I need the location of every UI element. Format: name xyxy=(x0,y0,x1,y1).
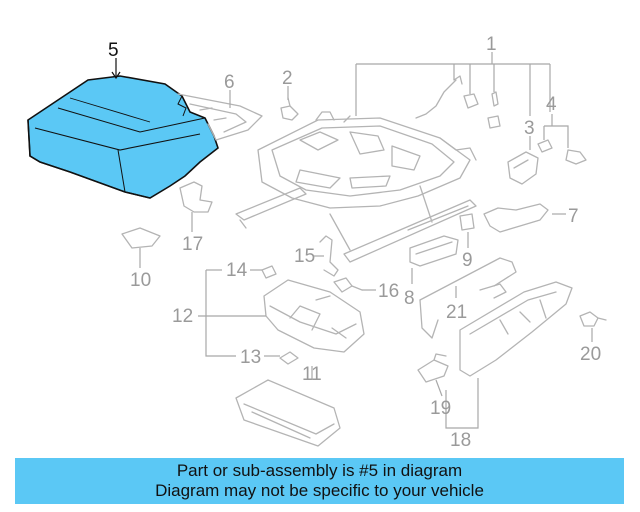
callout-6[interactable]: 6 xyxy=(224,72,235,93)
part-19-clip[interactable] xyxy=(417,353,449,383)
part-8-lever[interactable] xyxy=(409,235,459,267)
callout-5[interactable]: 5 xyxy=(108,40,119,61)
callout-15[interactable]: 15 xyxy=(294,246,315,267)
info-banner: Part or sub-assembly is #5 in diagram Di… xyxy=(15,458,624,504)
part-2-clip[interactable] xyxy=(280,97,299,121)
seat-frame-assembly[interactable] xyxy=(235,111,477,263)
leader-lines xyxy=(111,52,593,429)
part-20-fastener[interactable] xyxy=(579,311,607,327)
part-21-wire-frame[interactable] xyxy=(419,257,517,339)
callout-17[interactable]: 17 xyxy=(182,234,203,255)
callout-21[interactable]: 21 xyxy=(446,302,467,323)
callout-4[interactable]: 4 xyxy=(546,94,557,115)
banner-line-2: Diagram may not be specific to your vehi… xyxy=(155,481,484,500)
callout-10[interactable]: 10 xyxy=(130,270,151,291)
part-9-switch[interactable] xyxy=(459,213,475,231)
part-11-tray[interactable] xyxy=(235,379,341,447)
callout-12[interactable]: 12 xyxy=(172,306,193,327)
part-4-bolts[interactable] xyxy=(537,139,587,165)
callout-19[interactable]: 19 xyxy=(430,398,451,419)
part-12-switch-housing[interactable] xyxy=(263,279,365,353)
part-7-bracket[interactable] xyxy=(483,203,549,233)
part-14-screw[interactable] xyxy=(261,265,277,279)
banner-line-1: Part or sub-assembly is #5 in diagram xyxy=(176,461,463,480)
callout-9[interactable]: 9 xyxy=(462,250,473,271)
callout-1[interactable]: 1 xyxy=(486,34,497,55)
callout-3[interactable]: 3 xyxy=(524,118,535,139)
callout-18[interactable]: 18 xyxy=(450,430,471,451)
part-10-cover[interactable] xyxy=(121,227,161,249)
callout-2[interactable]: 2 xyxy=(282,68,293,89)
callout-13[interactable]: 13 xyxy=(240,347,261,368)
callout-labels: 5 1 2 6 4 3 7 17 10 15 9 14 16 8 21 12 1… xyxy=(108,34,601,451)
callout-7[interactable]: 7 xyxy=(568,206,579,227)
callout-20[interactable]: 20 xyxy=(580,344,601,365)
parts-diagram: 5 1 2 6 4 3 7 17 10 15 9 14 16 8 21 12 1… xyxy=(27,34,607,451)
part-5-seat-cushion[interactable] xyxy=(27,75,219,199)
part-15-bracket[interactable] xyxy=(319,235,339,277)
part-16-connector[interactable] xyxy=(333,277,363,293)
callout-16[interactable]: 16 xyxy=(378,281,399,302)
callout-11[interactable]: 11 xyxy=(302,364,322,385)
callout-8[interactable]: 8 xyxy=(404,288,415,309)
part-13-clip[interactable] xyxy=(279,351,299,365)
callout-14[interactable]: 14 xyxy=(226,260,248,281)
part-17-bracket[interactable] xyxy=(179,181,213,213)
part-1-components[interactable] xyxy=(415,75,501,129)
part-3-motor[interactable] xyxy=(507,151,539,185)
part-18-side-shield[interactable] xyxy=(459,281,573,377)
